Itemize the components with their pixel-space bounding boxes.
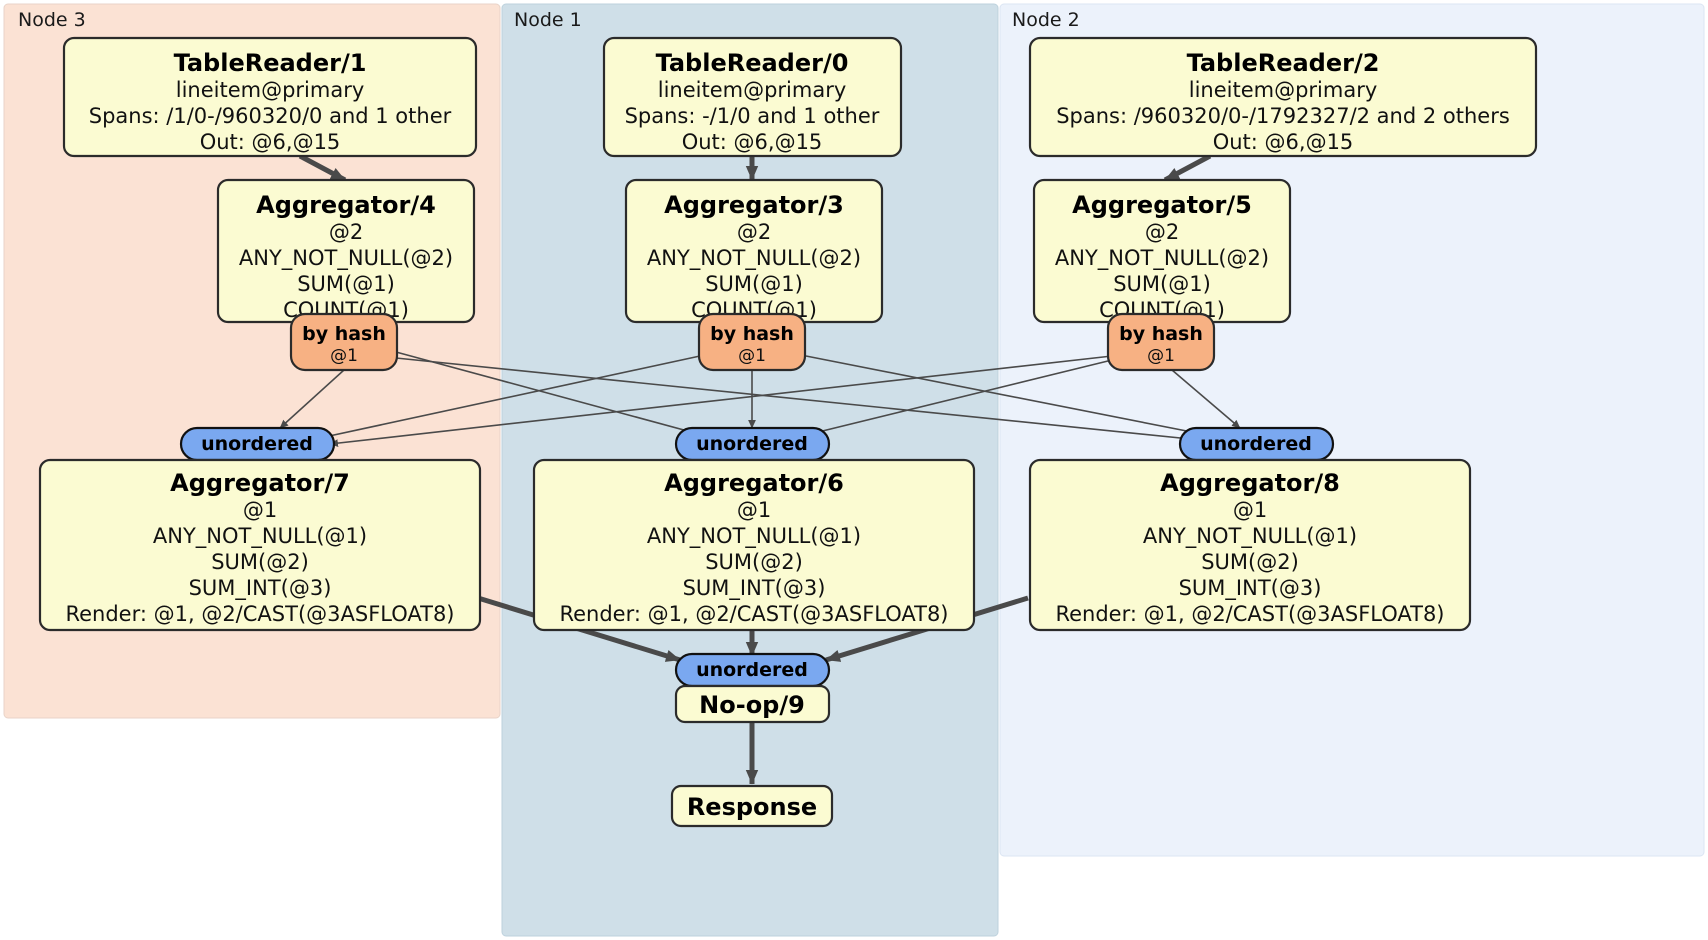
node-line: Render: @1, @2/CAST(@3ASFLOAT8)	[65, 602, 454, 626]
edge-hashright-unorderedcenter	[801, 359, 1113, 438]
node-title: Aggregator/3	[664, 191, 844, 219]
node-line: Render: @1, @2/CAST(@3ASFLOAT8)	[559, 602, 948, 626]
router-sublabel: @1	[1147, 346, 1175, 366]
node-line: ANY_NOT_NULL(@1)	[153, 524, 367, 549]
node-title: Aggregator/6	[664, 469, 844, 497]
node-aggregator4[interactable]: Aggregator/4 @2 ANY_NOT_NULL(@2) SUM(@1)…	[216, 178, 476, 324]
node-aggregator6[interactable]: Aggregator/6 @1 ANY_NOT_NULL(@1) SUM(@2)…	[532, 458, 976, 632]
router-hash-right[interactable]: by hash @1	[1106, 312, 1216, 372]
node-line: @1	[243, 498, 277, 522]
node-line: SUM(@2)	[211, 550, 309, 574]
node-line: @1	[1233, 498, 1267, 522]
node-title: Aggregator/8	[1160, 469, 1340, 497]
node-line: Spans: /1/0-/960320/0 and 1 other	[89, 104, 452, 128]
node-title: Aggregator/4	[256, 191, 436, 219]
edge-hashright-unorderedleft	[329, 355, 1113, 447]
node-aggregator7[interactable]: Aggregator/7 @1 ANY_NOT_NULL(@1) SUM(@2)…	[38, 458, 482, 632]
node-title: Aggregator/7	[170, 469, 350, 497]
node-line: @2	[737, 220, 771, 244]
synchronizer-unordered-right[interactable]: unordered	[1178, 426, 1335, 462]
router-label: by hash	[710, 323, 794, 345]
node-line: SUM_INT(@3)	[683, 576, 826, 601]
edge-tablereader2-aggregator5	[1163, 153, 1212, 183]
node-title: No-op/9	[699, 691, 805, 719]
synchronizer-label: unordered	[696, 659, 808, 681]
node-tablereader2[interactable]: TableReader/2 lineitem@primary Spans: /9…	[1028, 36, 1538, 158]
node-title: TableReader/0	[656, 49, 849, 77]
edge-hashleft-unorderedleft	[279, 369, 345, 429]
node-line: SUM(@2)	[1201, 550, 1299, 574]
panel-label-node2: Node 2	[1012, 9, 1080, 31]
router-sublabel: @1	[738, 346, 766, 366]
node-line: @2	[1145, 220, 1179, 244]
node-line: SUM(@1)	[1113, 272, 1211, 296]
edge-hashcenter-unorderedleft	[319, 355, 701, 441]
node-line: lineitem@primary	[658, 78, 847, 102]
node-line: ANY_NOT_NULL(@2)	[1055, 246, 1269, 271]
synchronizer-label: unordered	[696, 433, 808, 455]
router-hash-left[interactable]: by hash @1	[289, 312, 399, 372]
node-line: ANY_NOT_NULL(@1)	[647, 524, 861, 549]
synchronizer-label: unordered	[1200, 433, 1312, 455]
node-line: ANY_NOT_NULL(@2)	[239, 246, 453, 271]
node-aggregator5[interactable]: Aggregator/5 @2 ANY_NOT_NULL(@2) SUM(@1)…	[1032, 178, 1292, 324]
node-line: ANY_NOT_NULL(@1)	[1143, 524, 1357, 549]
router-label: by hash	[1119, 323, 1203, 345]
node-tablereader1[interactable]: TableReader/1 lineitem@primary Spans: /1…	[62, 36, 478, 158]
node-line: lineitem@primary	[1189, 78, 1378, 102]
node-line: Spans: -/1/0 and 1 other	[625, 104, 880, 128]
router-label: by hash	[302, 323, 386, 345]
node-title: Response	[687, 793, 817, 821]
node-line: lineitem@primary	[176, 78, 365, 102]
synchronizer-unordered-center[interactable]: unordered	[674, 426, 831, 462]
node-line: SUM(@1)	[297, 272, 395, 296]
node-line: Out: @6,@15	[682, 130, 823, 154]
router-hash-center[interactable]: by hash @1	[697, 312, 807, 372]
node-line: SUM(@2)	[705, 550, 803, 574]
node-line: ANY_NOT_NULL(@2)	[647, 246, 861, 271]
node-line: @2	[329, 220, 363, 244]
edge-hashright-unorderedright	[1171, 369, 1241, 429]
node-aggregator8[interactable]: Aggregator/8 @1 ANY_NOT_NULL(@1) SUM(@2)…	[1028, 458, 1472, 632]
node-line: Spans: /960320/0-/1792327/2 and 2 others	[1056, 104, 1510, 128]
node-tablereader0[interactable]: TableReader/0 lineitem@primary Spans: -/…	[602, 36, 903, 158]
edge-hashleft-unorderedcenter	[395, 351, 707, 438]
node-title: TableReader/1	[174, 49, 367, 77]
node-line: Render: @1, @2/CAST(@3ASFLOAT8)	[1055, 602, 1444, 626]
node-line: @1	[737, 498, 771, 522]
panel-label-node3: Node 3	[18, 9, 86, 31]
node-line: SUM_INT(@3)	[1179, 576, 1322, 601]
node-line: SUM(@1)	[705, 272, 803, 296]
router-sublabel: @1	[330, 346, 358, 366]
synchronizer-label: unordered	[201, 433, 313, 455]
node-line: SUM_INT(@3)	[189, 576, 332, 601]
node-noop9[interactable]: No-op/9	[674, 684, 831, 724]
node-line: Out: @6,@15	[1213, 130, 1354, 154]
panel-label-node1: Node 1	[514, 9, 582, 31]
node-title: TableReader/2	[1187, 49, 1380, 77]
edge-hashleft-unorderedright	[395, 357, 1201, 444]
node-line: Out: @6,@15	[200, 130, 341, 154]
node-title: Aggregator/5	[1072, 191, 1252, 219]
synchronizer-unordered-final[interactable]: unordered	[674, 652, 831, 688]
node-response[interactable]: Response	[670, 784, 834, 828]
edge-hashcenter-unorderedright	[805, 355, 1203, 437]
node-aggregator3[interactable]: Aggregator/3 @2 ANY_NOT_NULL(@2) SUM(@1)…	[624, 178, 884, 324]
synchronizer-unordered-left[interactable]: unordered	[179, 426, 336, 462]
edge-tablereader1-aggregator4	[298, 153, 347, 183]
